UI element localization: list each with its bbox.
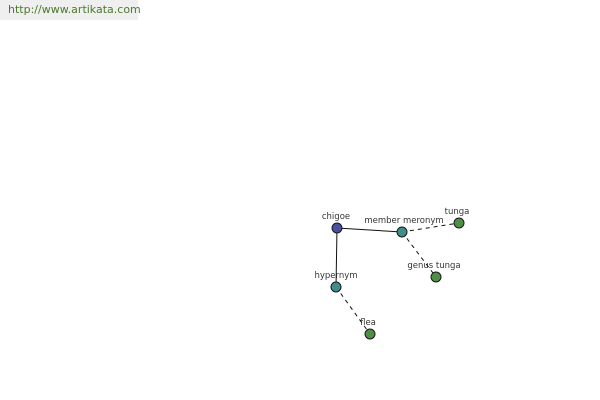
node-tunga[interactable]: tunga [445, 207, 470, 229]
node-hypernym-label[interactable]: hypernym [314, 271, 357, 281]
edge-member-meronym-to-genus-tunga [401, 231, 437, 278]
edges-layer [335, 222, 460, 335]
nodes-layer: chigoe member meronym hypernym tunga genus t… [314, 207, 470, 340]
node-member-meronym[interactable]: member meronym [364, 216, 444, 238]
node-tunga-marker[interactable] [453, 217, 465, 229]
node-member-meronym-marker[interactable] [396, 226, 408, 238]
node-chigoe-marker[interactable] [331, 222, 343, 234]
node-flea-marker[interactable] [364, 328, 376, 340]
edge-chigoe-to-hypernym [335, 227, 338, 288]
node-tunga-label[interactable]: tunga [445, 207, 470, 217]
node-flea[interactable]: flea [360, 318, 376, 340]
edge-member-meronym-to-tunga [401, 222, 460, 233]
node-chigoe[interactable]: chigoe [322, 212, 350, 234]
node-genus-tunga-label[interactable]: genus tunga [407, 261, 460, 271]
node-flea-label[interactable]: flea [360, 318, 376, 328]
node-member-meronym-label[interactable]: member meronym [364, 216, 443, 226]
node-genus-tunga-marker[interactable] [430, 271, 442, 283]
edge-chigoe-to-member-meronym [336, 227, 403, 233]
node-hypernym[interactable]: hypernym [314, 271, 358, 293]
node-hypernym-marker[interactable] [330, 281, 342, 293]
edge-hypernym-to-flea [335, 286, 371, 335]
node-genus-tunga[interactable]: genus tunga [407, 261, 461, 283]
source-url-link[interactable]: http://www.artikata.com [0, 0, 141, 20]
node-chigoe-label[interactable]: chigoe [322, 212, 350, 222]
